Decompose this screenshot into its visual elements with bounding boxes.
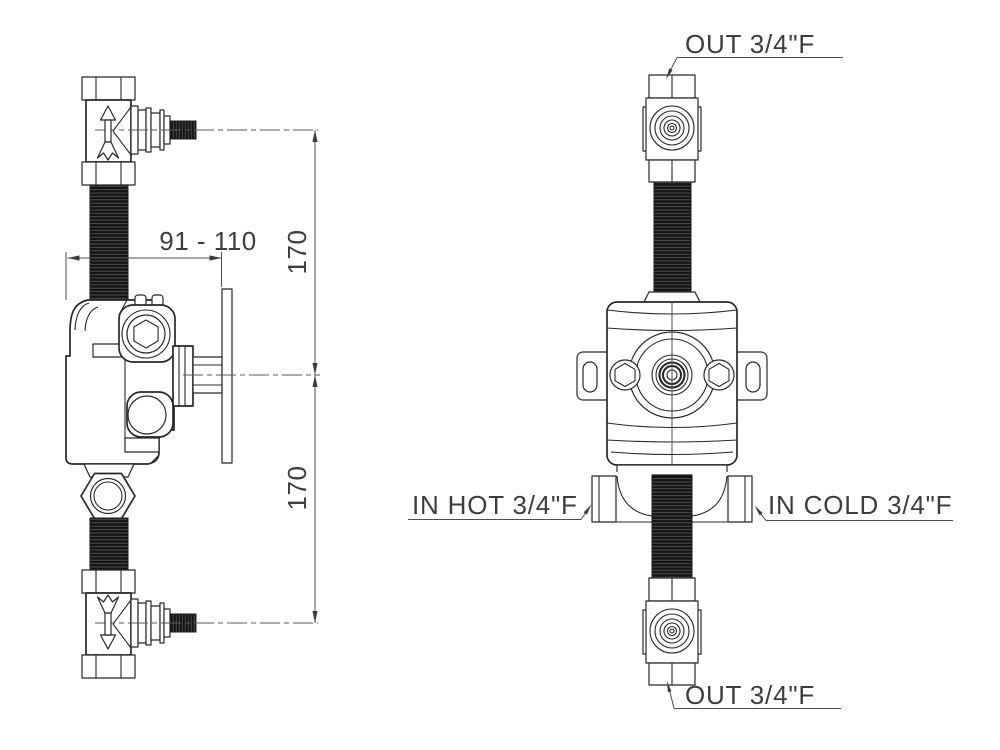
- dimension-arrow-icon: [209, 255, 222, 261]
- lower-boss-circle: [127, 395, 167, 435]
- leader-arrow-icon: [667, 681, 672, 693]
- side-bottom-stop-valve: [81, 569, 318, 679]
- upper-housing-ring: [121, 309, 171, 359]
- mounting-slot-right: [745, 361, 761, 393]
- top-flange: [643, 291, 701, 303]
- dimension-arrow-icon: [67, 255, 80, 261]
- mounting-slot-left: [582, 361, 598, 393]
- elbow-left-bend: [616, 475, 653, 517]
- front-view: OUT 3/4"F IN HOT 3/4"F IN COLD 3/4"F OUT…: [408, 29, 953, 710]
- side-bottom-threaded-pipe: [89, 517, 129, 571]
- out-bottom-text: OUT 3/4"F: [685, 680, 815, 710]
- side-top-threaded-pipe: [89, 184, 129, 302]
- side-view: 91 - 110 170 170: [65, 76, 320, 679]
- union-circle-inner: [93, 481, 123, 511]
- hex-screw-right-icon: [708, 362, 730, 388]
- front-top-threaded-pipe: [653, 181, 692, 293]
- body-corner-chamfer: [149, 454, 160, 465]
- in-cold-text: IN COLD 3/4"F: [768, 490, 952, 520]
- hex-plug-circle: [126, 314, 166, 354]
- in-hot-text: IN HOT 3/4"F: [412, 490, 578, 520]
- hex-screw-left-icon: [614, 362, 636, 388]
- elbow-arc-inner: [84, 306, 99, 332]
- stop-valve-body: [81, 76, 197, 186]
- elbow-right-bend: [691, 475, 728, 517]
- cold-inlet-nut: [727, 475, 753, 523]
- inlet-elbows: [591, 472, 753, 523]
- label-out-top: OUT 3/4"F: [666, 29, 843, 79]
- union-circle-outer: [89, 477, 127, 515]
- front-mixer-body: [576, 301, 768, 476]
- side-union-nut: [80, 472, 136, 520]
- label-in-hot: IN HOT 3/4"F: [408, 490, 592, 520]
- out-top-text: OUT 3/4"F: [685, 29, 815, 59]
- label-out-bottom: OUT 3/4"F: [667, 680, 841, 710]
- label-in-cold: IN COLD 3/4"F: [754, 490, 953, 521]
- top-check-valve: [642, 74, 702, 183]
- stop-valve-body: [81, 569, 197, 679]
- dimension-height: 170 170: [282, 130, 318, 623]
- leader-arrow-icon: [754, 505, 763, 516]
- hot-inlet-nut: [591, 475, 617, 523]
- bottom-check-valve: [642, 577, 702, 686]
- elbow-arc-outer: [74, 302, 90, 331]
- body-step: [124, 437, 160, 453]
- leader-arrow-icon: [583, 504, 592, 515]
- lower-height-dimension-text: 170: [282, 466, 312, 511]
- wall-plate: [221, 288, 233, 464]
- dimension-arrow-icon: [312, 611, 318, 623]
- hex-plug-icon: [133, 319, 159, 349]
- side-top-stop-valve: [81, 76, 318, 186]
- dimension-arrow-icon: [312, 130, 318, 142]
- dimension-depth: 91 - 110: [65, 226, 256, 300]
- dimension-arrow-icon: [312, 375, 318, 387]
- front-bottom-threaded-pipe: [651, 474, 693, 579]
- cartridge: [172, 345, 194, 407]
- leader-arrow-icon: [666, 68, 673, 79]
- upper-height-dimension-text: 170: [282, 230, 312, 275]
- side-mixer-body: [65, 294, 223, 478]
- depth-dimension-text: 91 - 110: [159, 226, 256, 256]
- dimension-arrow-icon: [312, 363, 318, 375]
